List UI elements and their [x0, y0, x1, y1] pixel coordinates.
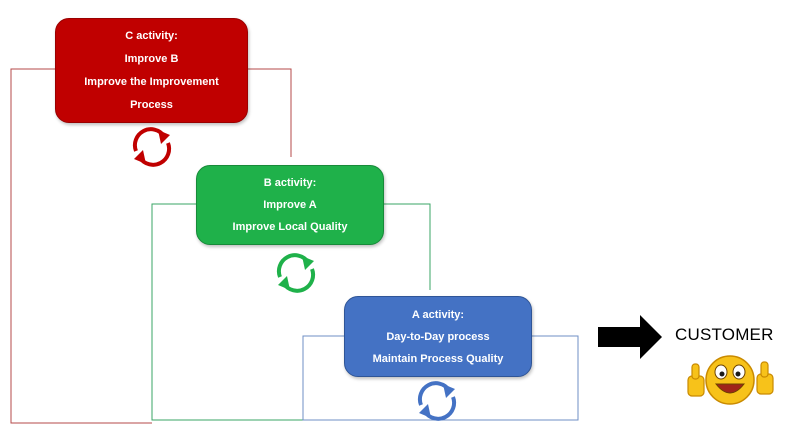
cycle-arrows-icon [132, 127, 172, 167]
b-activity-line-2: Improve Local Quality [232, 221, 348, 233]
a-activity-title: A activity: [411, 308, 465, 321]
customer-label: CUSTOMER [675, 325, 774, 344]
b-activity-box: B activity: Improve A Improve Local Qual… [196, 165, 384, 245]
c-activity-title: C activity: [125, 29, 178, 42]
cycle-arrows-icon [276, 253, 316, 293]
smiley-thumbs-up-icon [687, 355, 774, 405]
b-activity-line-1: Improve A [263, 199, 317, 211]
right-arrow-icon [598, 315, 662, 359]
b-activity-title: B activity: [263, 177, 317, 189]
a-activity-line-1: Day-to-Day process [386, 330, 490, 343]
a-activity-line-2: Maintain Process Quality [372, 352, 504, 365]
a-activity-box: A activity: Day-to-Day process Maintain … [344, 296, 532, 377]
c-loop-outline [10, 68, 292, 424]
c-activity-line-2: Improve the Improvement [84, 75, 219, 88]
b-loop-outline [151, 203, 431, 421]
c-activity-box: C activity: Improve B Improve the Improv… [55, 18, 248, 123]
c-activity-line-1: Improve B [124, 52, 179, 65]
c-activity-line-3: Process [130, 98, 173, 111]
cycle-arrows-icon [417, 381, 457, 421]
